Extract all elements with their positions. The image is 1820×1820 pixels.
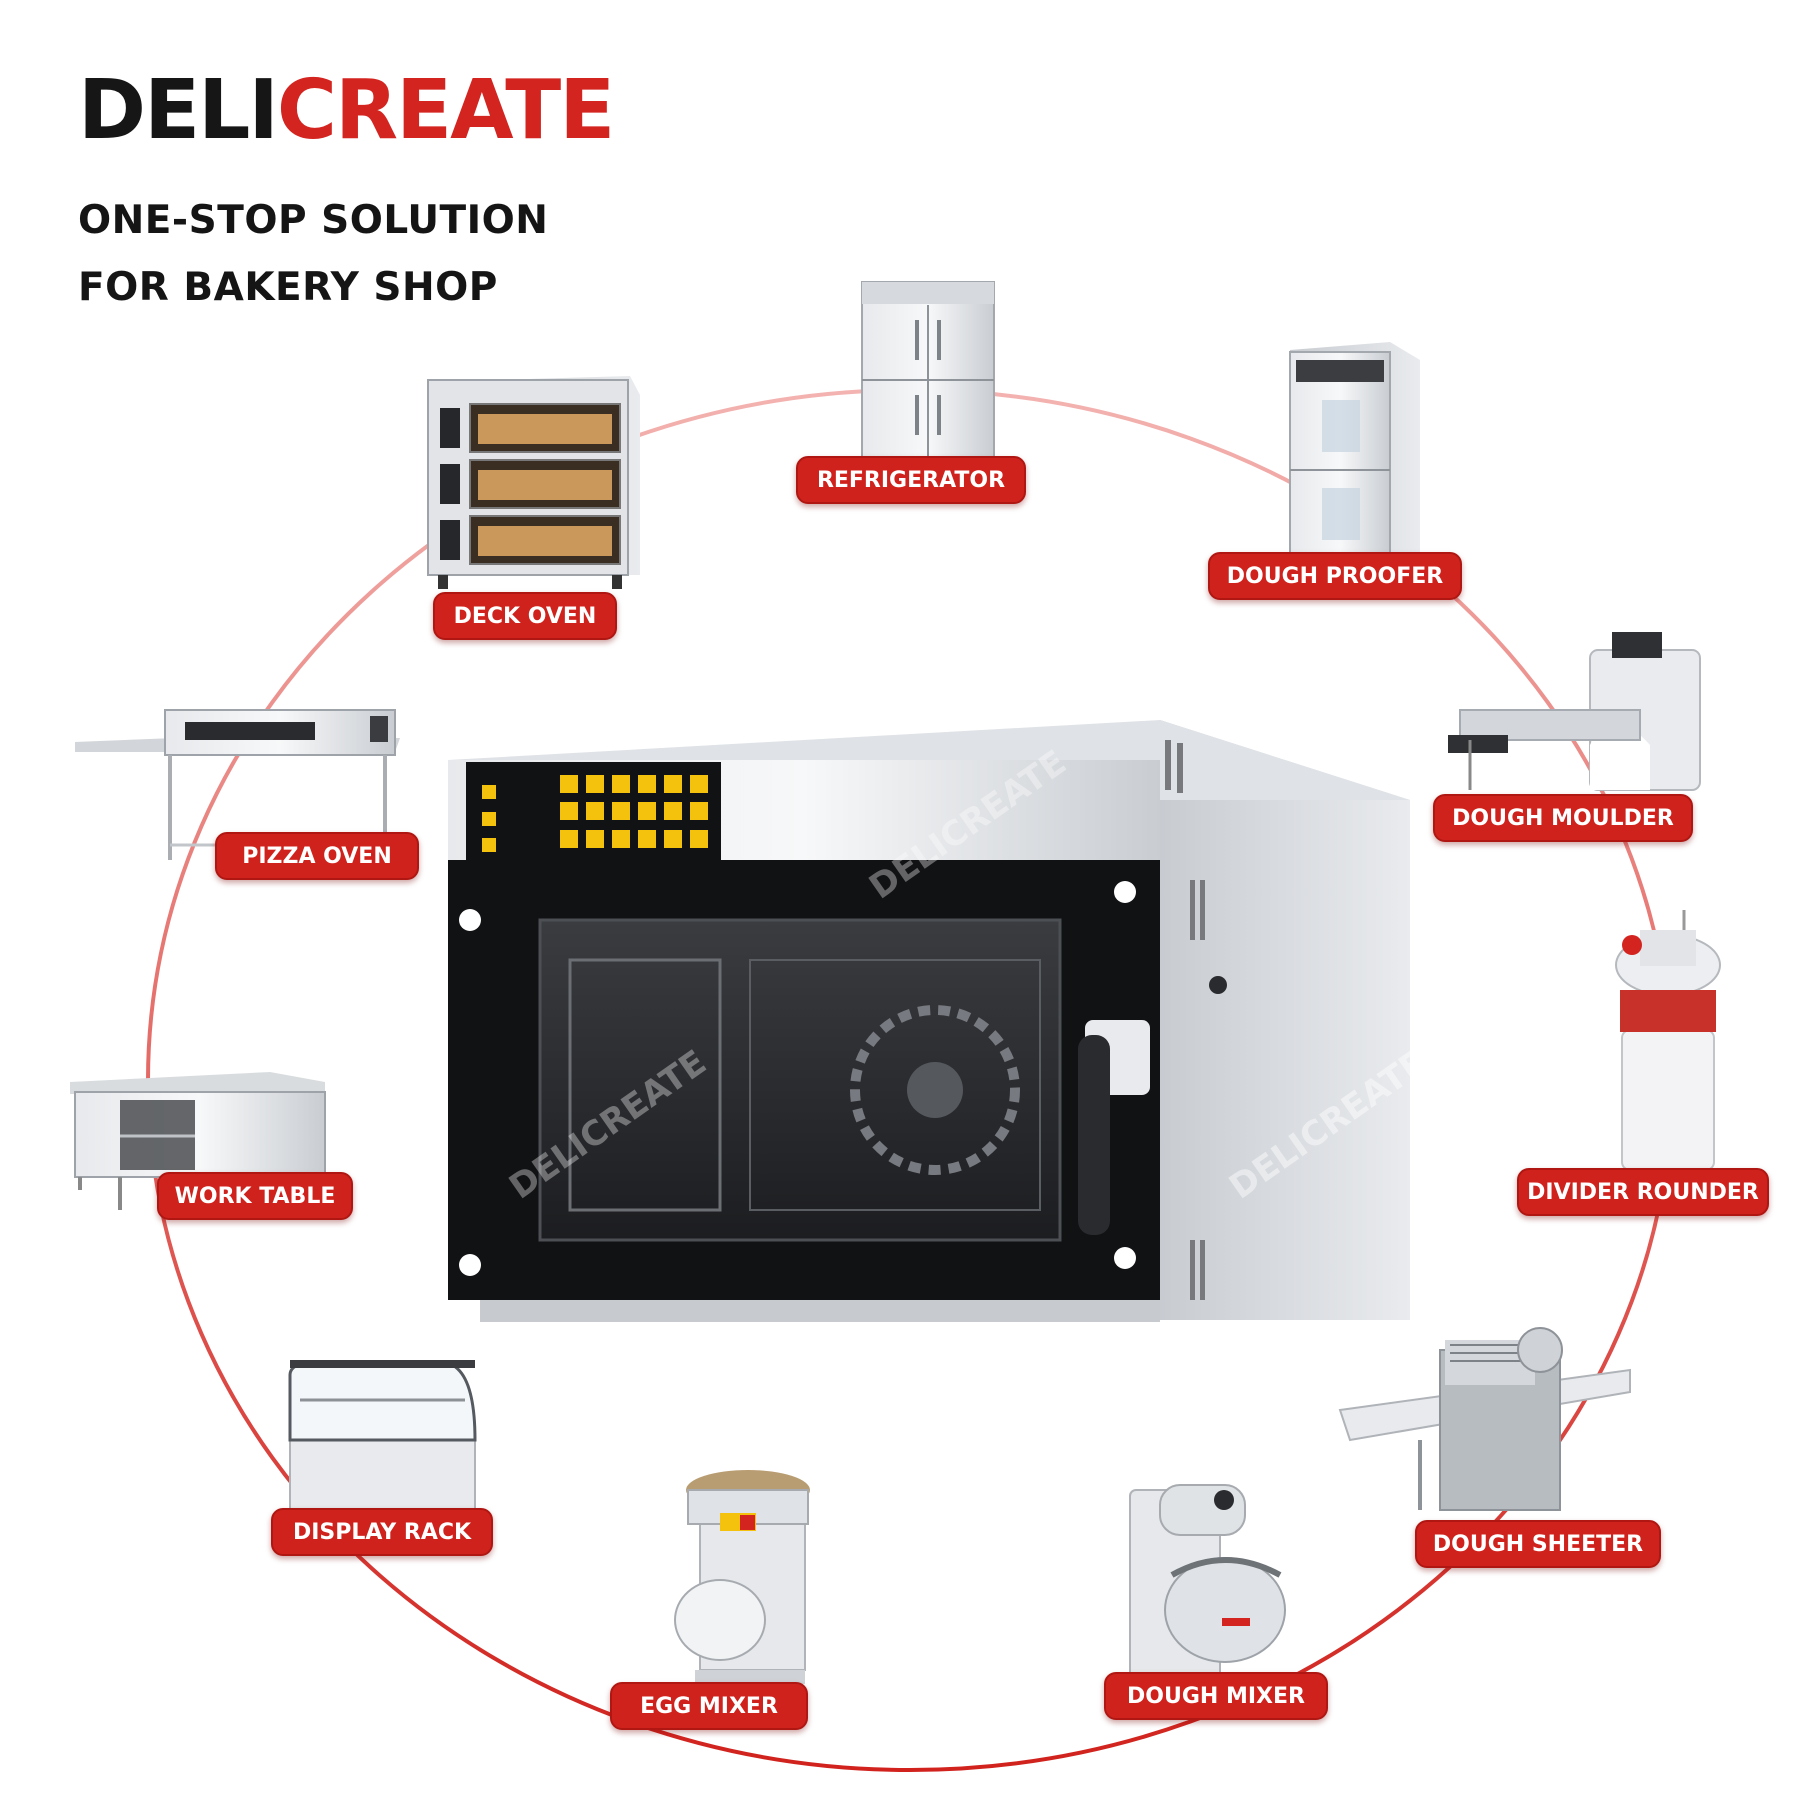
label-deck-oven: DECK OVEN <box>433 592 617 640</box>
tagline-line-2: FOR BAKERY SHOP <box>78 265 498 310</box>
label-dough-proofer: DOUGH PROOFER <box>1208 552 1462 600</box>
tagline-line-1: ONE-STOP SOLUTION <box>78 198 549 243</box>
refrigerator-image <box>861 281 995 458</box>
label-refrigerator: REFRIGERATOR <box>796 456 1026 504</box>
label-dough-mixer: DOUGH MIXER <box>1104 1672 1328 1720</box>
label-dough-sheeter: DOUGH SHEETER <box>1415 1520 1661 1568</box>
work-table-image <box>70 1072 326 1210</box>
deck-oven-image <box>427 376 640 589</box>
label-pizza-oven: PIZZA OVEN <box>215 832 419 880</box>
label-egg-mixer: EGG MIXER <box>610 1682 808 1730</box>
egg-mixer-image <box>674 1470 810 1684</box>
label-divider-rounder: DIVIDER ROUNDER <box>1517 1168 1769 1216</box>
display-rack-image <box>288 1360 477 1516</box>
brand-logo: DELICREATE <box>78 70 615 152</box>
label-display-rack: DISPLAY RACK <box>271 1508 493 1556</box>
logo-red-part: CREATE <box>276 63 615 158</box>
dough-mixer-image <box>1129 1484 1286 1681</box>
logo-dark-part: DELI <box>78 63 279 158</box>
divider-rounder-image <box>1615 910 1721 1171</box>
label-dough-moulder: DOUGH MOULDER <box>1433 794 1693 842</box>
dough-proofer-image <box>1289 342 1420 561</box>
dough-sheeter-image <box>1338 1327 1631 1511</box>
label-work-table: WORK TABLE <box>157 1172 353 1220</box>
central-combi-oven: DELICREATE DELICREATE DELICREATE <box>448 720 1434 1322</box>
dough-moulder-image <box>1448 632 1701 791</box>
